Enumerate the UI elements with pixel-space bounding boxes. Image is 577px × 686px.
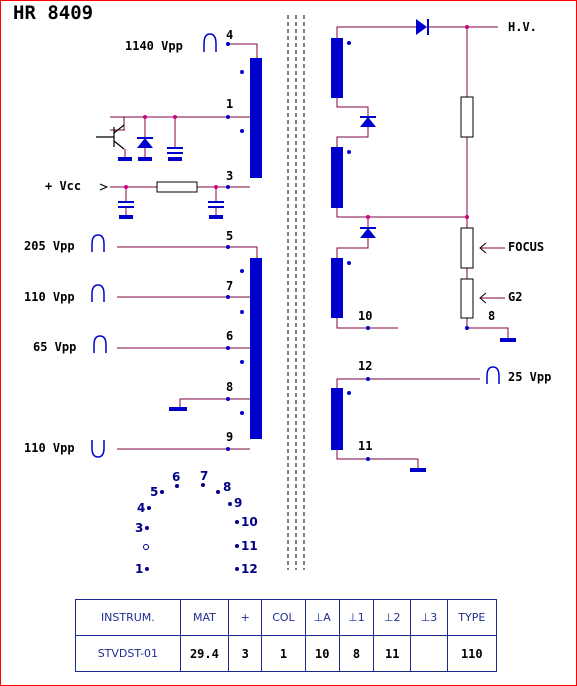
aux-ground-icon bbox=[410, 468, 426, 472]
pinout-pin-4: 4 bbox=[137, 501, 145, 515]
pinout-pin-3: 3 bbox=[135, 521, 143, 535]
hv-wiring bbox=[336, 26, 509, 338]
transformer-core bbox=[287, 15, 305, 570]
supply-capacitor-icon bbox=[118, 201, 134, 219]
hv-winding-segment bbox=[331, 147, 343, 208]
spec-table: INSTRUM. MAT + COL ⊥A ⊥1 ⊥2 ⊥3 TYPE STVD… bbox=[75, 599, 498, 672]
focus-arrow-icon bbox=[479, 242, 487, 254]
hv-winding-segment bbox=[331, 258, 343, 318]
value-gnd-1: 8 bbox=[338, 635, 375, 672]
positive-pulse-icon bbox=[91, 284, 105, 302]
g2-potentiometer-icon bbox=[460, 278, 474, 319]
primary-wiring bbox=[110, 43, 258, 202]
value-gnd-2: 11 bbox=[373, 635, 412, 672]
part-title: HR 8409 bbox=[13, 2, 93, 24]
value-gnd-a: 10 bbox=[304, 635, 340, 672]
value-mat: 29.4 bbox=[179, 635, 230, 672]
focus-potentiometer-icon bbox=[460, 227, 474, 269]
pinout-diagram: 1 3 4 5 6 7 8 9 10 11 12 bbox=[135, 469, 258, 576]
header-instrum: INSTRUM. bbox=[75, 599, 181, 636]
pinout-pin-1: 1 bbox=[135, 562, 143, 576]
value-col: 1 bbox=[261, 635, 306, 672]
header-gnd-3: ⊥3 bbox=[410, 599, 448, 636]
pin-3-label: 3 bbox=[226, 169, 233, 183]
pin-5-label: 5 bbox=[226, 229, 233, 243]
pin-6-label: 6 bbox=[226, 329, 233, 343]
g2-label: G2 bbox=[508, 290, 522, 304]
pin-9-label: 9 bbox=[226, 430, 233, 444]
focus-label: FOCUS bbox=[508, 240, 544, 254]
aux-winding bbox=[331, 388, 343, 450]
filter-capacitor-icon bbox=[208, 201, 224, 219]
header-gnd-2: ⊥2 bbox=[373, 599, 412, 636]
cascade-diode-icon bbox=[360, 116, 376, 127]
positive-pulse-icon bbox=[486, 366, 500, 384]
value-type: 110 bbox=[446, 635, 498, 672]
hv-ground-icon bbox=[500, 338, 516, 342]
pinout-pin-7: 7 bbox=[200, 469, 208, 483]
hv-label: H.V. bbox=[508, 20, 537, 34]
primary-winding bbox=[250, 58, 262, 178]
g2-arrow-icon bbox=[479, 292, 487, 304]
cascade-diode-icon bbox=[360, 227, 376, 238]
pinout-pin-11: 11 bbox=[241, 539, 258, 553]
aux-voltage-label: 25 Vpp bbox=[508, 370, 551, 384]
spec-value-row: STVDST-01 29.4 3 1 10 8 11 110 bbox=[75, 635, 498, 672]
positive-pulse-icon bbox=[93, 335, 107, 353]
pin-8-label: 8 bbox=[226, 380, 233, 394]
pin-7-label: 7 bbox=[226, 279, 233, 293]
hv-pin-8-label: 8 bbox=[488, 309, 495, 323]
retrace-capacitor-icon bbox=[167, 147, 183, 161]
primary-pulse-label: 1140 Vpp bbox=[125, 39, 183, 53]
bleeder-resistor-icon bbox=[460, 96, 474, 138]
pinout-pin-12: 12 bbox=[241, 562, 258, 576]
winding-9-label: 110 Vpp bbox=[24, 441, 75, 455]
vcc-arrow-icon bbox=[99, 183, 109, 191]
winding-7-label: 110 Vpp bbox=[24, 290, 75, 304]
pin-1-label: 1 bbox=[226, 97, 233, 111]
schematic-drawing: HR 8409 1140 Vpp 4 bbox=[13, 2, 551, 576]
supply-resistor-icon bbox=[156, 181, 198, 193]
secondary-wiring bbox=[117, 246, 258, 450]
header-gnd-1: ⊥1 bbox=[338, 599, 375, 636]
hv-winding-segment bbox=[331, 38, 343, 98]
header-plus: + bbox=[228, 599, 263, 636]
spec-header-row: INSTRUM. MAT + COL ⊥A ⊥1 ⊥2 ⊥3 TYPE bbox=[75, 599, 498, 636]
header-type: TYPE bbox=[446, 599, 498, 636]
hv-diode-icon bbox=[416, 19, 429, 35]
aux-pin-11-label: 11 bbox=[358, 439, 372, 453]
header-mat: MAT bbox=[179, 599, 230, 636]
positive-pulse-icon bbox=[91, 234, 105, 252]
value-gnd-3 bbox=[410, 635, 448, 672]
winding-ground-icon bbox=[169, 407, 187, 411]
header-col: COL bbox=[261, 599, 306, 636]
value-plus: 3 bbox=[228, 635, 263, 672]
secondary-winding bbox=[250, 258, 262, 439]
pin-4-label: 4 bbox=[226, 28, 233, 42]
value-instrum: STVDST-01 bbox=[75, 635, 181, 672]
pinout-pin-10: 10 bbox=[241, 515, 258, 529]
winding-6-label: 65 Vpp bbox=[33, 340, 76, 354]
positive-pulse-icon bbox=[203, 33, 217, 52]
pinout-pin-6: 6 bbox=[172, 470, 180, 484]
transistor-icon bbox=[96, 124, 125, 150]
winding-5-label: 205 Vpp bbox=[24, 239, 75, 253]
pinout-pin-8: 8 bbox=[223, 480, 231, 494]
pinout-pin-9: 9 bbox=[234, 496, 242, 510]
ground-icon bbox=[118, 157, 132, 161]
hv-pin-10-label: 10 bbox=[358, 309, 372, 323]
aux-wiring bbox=[336, 378, 480, 468]
aux-pin-12-label: 12 bbox=[358, 359, 372, 373]
negative-pulse-icon bbox=[91, 440, 105, 458]
vcc-label: + Vcc bbox=[45, 179, 81, 193]
header-gnd-a: ⊥A bbox=[304, 599, 340, 636]
pinout-pin-5: 5 bbox=[150, 485, 158, 499]
damper-diode-icon bbox=[137, 137, 153, 161]
